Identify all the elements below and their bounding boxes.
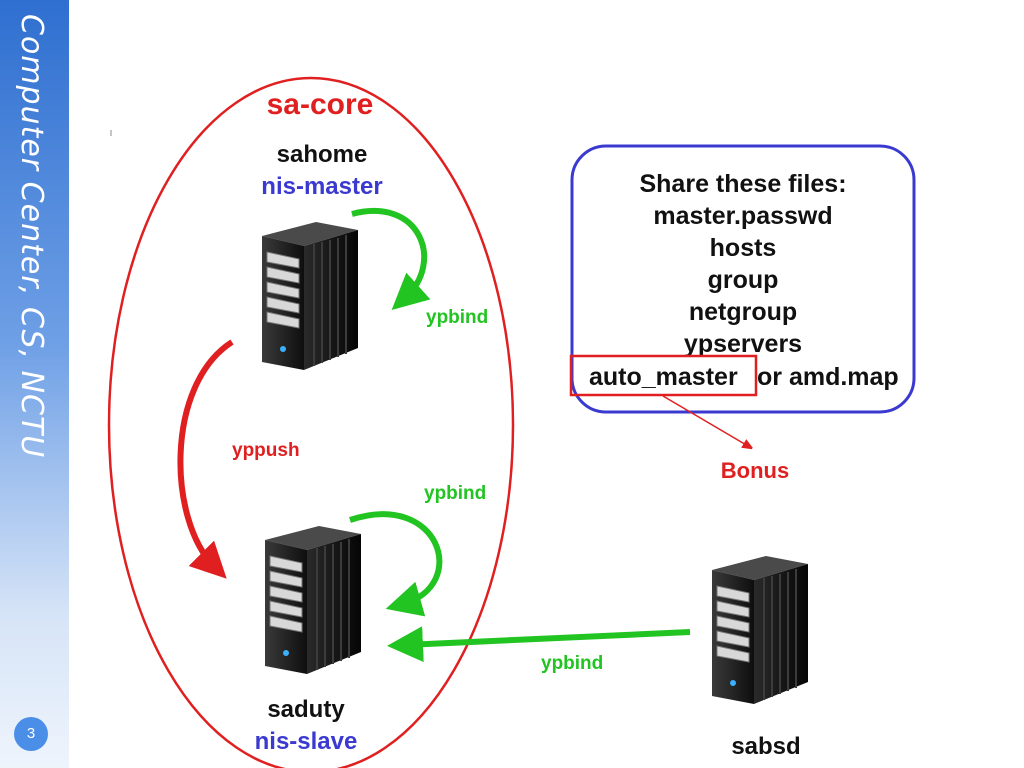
ypbind-arrow-sabsd	[387, 626, 691, 663]
share-files-box	[570, 144, 916, 414]
sidebar: Computer Center, CS, NCTU 3	[0, 0, 69, 768]
saduty-server-icon	[264, 525, 362, 675]
cluster-name: sa-core	[267, 88, 374, 121]
yppush-arrow	[177, 339, 234, 579]
auto-master-highlight	[569, 354, 758, 397]
sidebar-title: Computer Center, CS, NCTU	[14, 14, 49, 459]
share-file-group: group	[708, 266, 779, 294]
share-file-amd-map: or amd.map	[757, 363, 899, 391]
sa-core-boundary	[107, 76, 515, 768]
saduty-role: nis-slave	[255, 728, 358, 755]
sahome-server-icon	[261, 221, 359, 371]
share-file-auto-master: auto_master	[589, 363, 738, 391]
share-file-netgroup: netgroup	[689, 298, 797, 326]
sahome-hostname: sahome	[277, 141, 368, 168]
ypbind-label-master: ypbind	[426, 307, 488, 328]
yppush-label: yppush	[232, 440, 300, 461]
saduty-hostname: saduty	[267, 696, 345, 723]
ypbind-label-sabsd: ypbind	[541, 653, 603, 674]
share-file-ypservers: ypservers	[684, 330, 802, 358]
ypbind-loop-master	[351, 208, 431, 311]
share-file-hosts: hosts	[710, 234, 777, 262]
sabsd-server-icon	[711, 555, 809, 705]
bonus-label: Bonus	[721, 458, 789, 483]
sabsd-hostname: sabsd	[731, 733, 800, 760]
sahome-role: nis-master	[261, 173, 382, 200]
ypbind-loop-slave	[349, 511, 443, 617]
bonus-pointer-arrow	[662, 395, 748, 446]
page-number-badge: 3	[14, 717, 48, 751]
ypbind-label-slave: ypbind	[424, 483, 486, 504]
share-file-master-passwd: master.passwd	[653, 202, 832, 230]
share-title: Share these files:	[639, 170, 846, 198]
